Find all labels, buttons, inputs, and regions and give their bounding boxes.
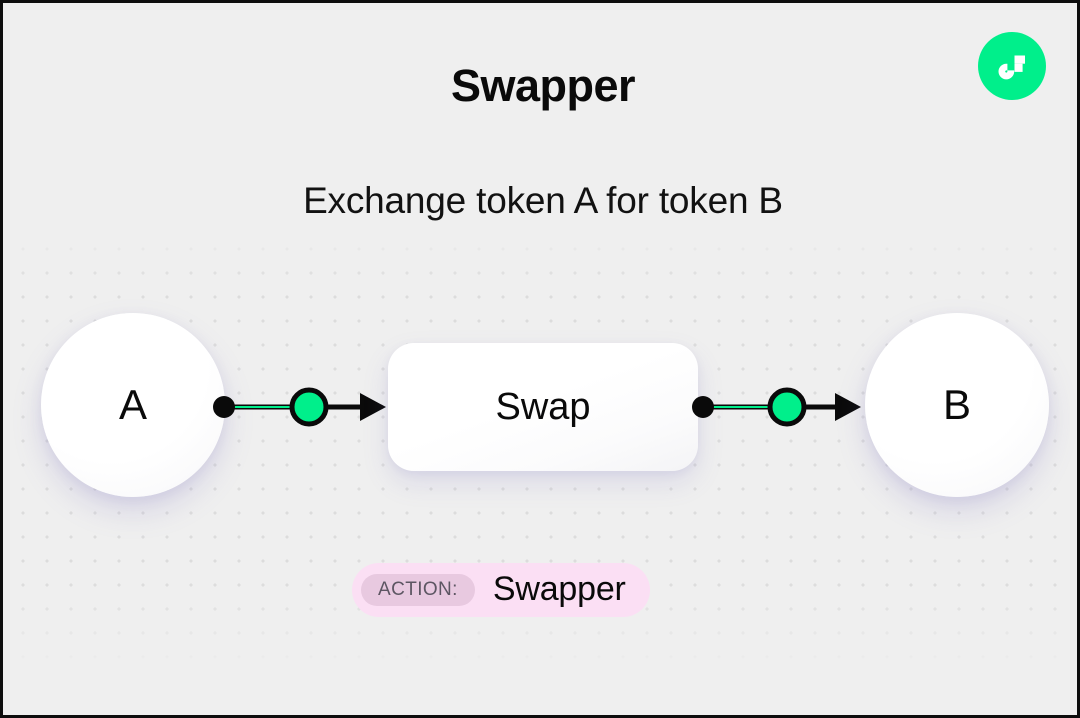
token-a-node[interactable]: A — [41, 313, 225, 497]
edge-handle-dot-icon[interactable] — [213, 396, 235, 418]
flow-logo-icon — [978, 32, 1046, 100]
action-badge: ACTION: Swapper — [352, 563, 650, 617]
token-b-label: B — [942, 381, 971, 428]
token-b-node[interactable]: B — [865, 313, 1049, 497]
edge-swap-to-b[interactable] — [691, 385, 863, 429]
page-title: Swapper — [450, 60, 636, 111]
edge-a-to-swap[interactable] — [208, 385, 388, 429]
action-badge-value: Swapper — [492, 569, 626, 608]
edge-handle-dot-icon[interactable] — [692, 396, 714, 418]
swap-node-label: Swap — [495, 385, 591, 428]
action-badge-key: ACTION: — [361, 574, 475, 606]
arrow-right-icon — [835, 393, 861, 421]
edge-marker-circle-icon[interactable] — [289, 387, 329, 427]
swap-node[interactable]: Swap — [388, 343, 698, 471]
edge-marker-circle-icon[interactable] — [767, 387, 807, 427]
arrow-right-icon — [360, 393, 386, 421]
token-a-label: A — [118, 381, 147, 428]
page-subtitle: Exchange token A for token B — [303, 180, 783, 221]
